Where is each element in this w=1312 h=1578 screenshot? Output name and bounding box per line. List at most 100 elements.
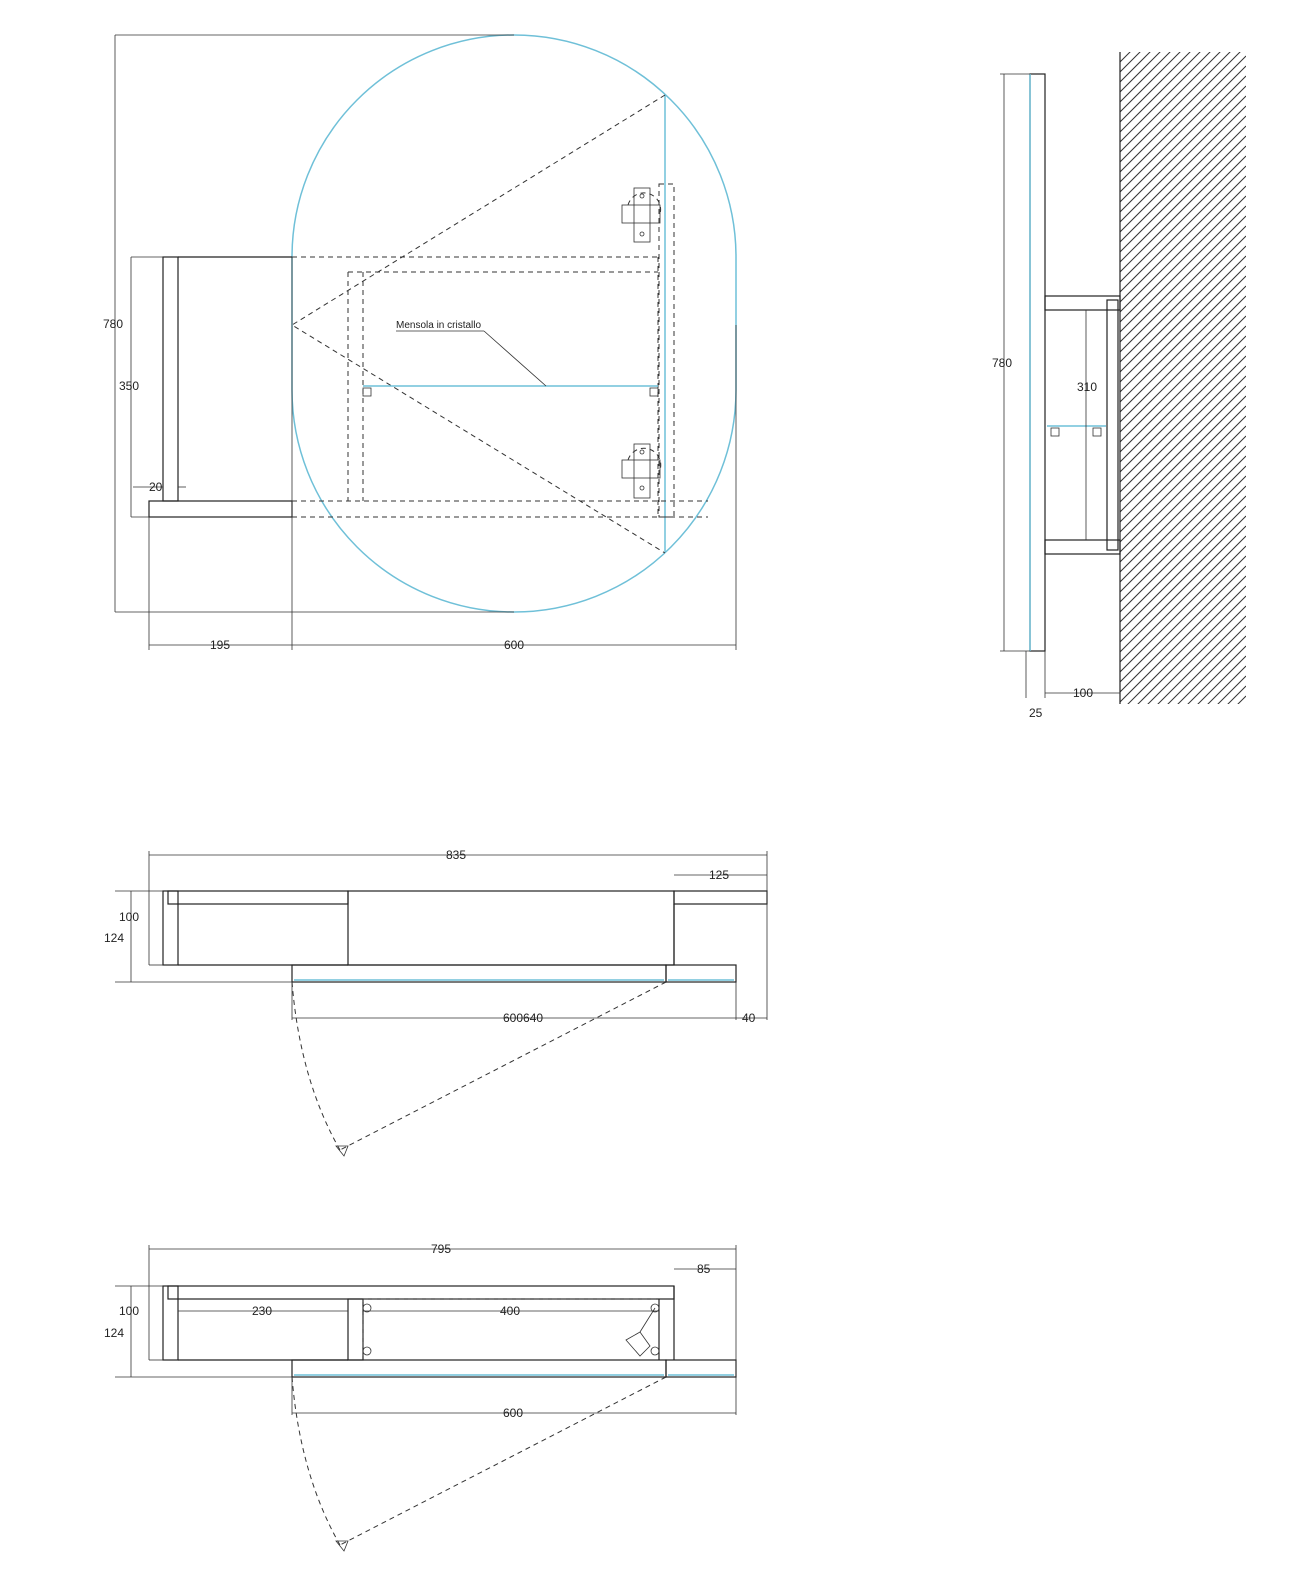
dim-side-mirror-thick: 25 [1029,706,1043,720]
hatch-line [1120,415,1246,543]
hatch-line [1120,52,1241,173]
hatch-line [1120,385,1246,513]
dim-mirror-width: 600 [504,638,524,652]
wall-hatch [1120,52,1246,842]
hatch-line [1120,505,1246,633]
dim-side-width: 195 [210,638,230,652]
hatch-line [1120,52,1151,83]
hatch-line [1120,535,1246,663]
hatch-line [1120,255,1246,383]
hatch-line [1120,335,1246,463]
hinge-bottom [621,443,662,499]
hatch-line [1120,706,1246,832]
hatch-line [1120,135,1246,263]
dim-side-inner: 310 [1077,380,1097,394]
hatch-line [1237,695,1246,704]
front-view: Mensola in cristallo 780 350 20 195 600 [103,34,737,652]
hatch-line [1120,495,1246,623]
side-mirror [1029,73,1046,652]
hatch-line [1120,52,1191,123]
hatch-line [1197,655,1246,704]
hatch-line [1120,355,1246,483]
hatch-line [1120,95,1246,223]
hatch-line [1217,675,1246,704]
hatch-line [1120,195,1246,323]
hatch-line [1120,365,1246,493]
hatch-line [1120,52,1231,163]
hatch-line [1120,405,1246,533]
hatch-line [1120,325,1246,453]
hatch-line [1187,645,1246,704]
dim-side-wall-offset: 100 [1073,686,1093,700]
dim-shelf-height: 350 [119,379,139,393]
shelf-label: Mensola in cristallo [396,320,481,331]
dim-top1-overlap: 600640 [503,1011,543,1025]
hatch-line [1120,75,1246,203]
hatch-line [1120,145,1246,273]
hatch-line [1120,465,1246,593]
hatch-line [1120,375,1246,503]
door-swing-lines [291,94,666,554]
dim-top2-right: 85 [697,1262,711,1276]
hatch-line [1120,345,1246,473]
hatch-line [1120,315,1246,443]
hatch-line [1120,265,1246,393]
dim-top1-inner: 100 [119,910,139,924]
hatch-line [1127,585,1246,704]
hatch-line [1120,52,1141,73]
side-view: 780 310 25 100 [992,52,1246,842]
dim-top2-depth: 124 [104,1326,124,1340]
hatch-line [1120,515,1246,643]
dim-top2-left-comp: 230 [252,1304,272,1318]
dim-top1-right: 125 [709,868,729,882]
top-view-2: 795 85 100 124 230 400 600 [104,1242,737,1552]
hatch-line [1120,155,1246,283]
hatch-line [1120,716,1246,842]
hatch-line [1120,435,1246,563]
hatch-line [1157,615,1246,704]
hatch-line [1120,205,1246,333]
hatch-line [1120,52,1211,143]
hatch-line [1120,52,1171,103]
hatch-line [1120,55,1246,183]
dim-top2-total: 795 [431,1242,451,1256]
hatch-line [1120,245,1246,373]
hatch-line [1137,595,1246,704]
dim-top2-right-comp: 400 [500,1304,520,1318]
hatch-line [1120,455,1246,583]
dim-top1-total: 835 [446,848,466,862]
hatch-line [1120,565,1246,693]
hatch-line [1120,575,1246,703]
dim-top1-bottom-right: 40 [742,1011,756,1025]
hatch-line [1120,285,1246,413]
top-view-1: 835 125 100 124 600640 40 [104,848,768,1157]
hatch-line [1120,85,1246,213]
hatch-line [1167,625,1246,704]
hatch-line [1120,52,1221,153]
hatch-line [1120,485,1246,613]
hatch-line [1120,52,1161,93]
hatch-line [1120,555,1246,683]
hatch-line [1120,445,1246,573]
hatch-line [1120,52,1181,113]
dim-front-height: 780 [103,317,123,331]
bottom-slab [148,500,293,518]
hatch-line [1120,65,1246,193]
hatch-line [1227,685,1246,704]
mirror-outline [291,34,737,613]
side-panel [162,256,179,502]
hatch-line [1120,185,1246,313]
hatch-line [1147,605,1246,704]
dim-top2-inner: 100 [119,1304,139,1318]
hatch-line [1120,525,1246,653]
hatch-line [1120,105,1246,233]
hatch-line [1120,235,1246,363]
hinge-top [621,187,662,243]
hatch-line [1120,475,1246,603]
hatch-line [1120,115,1246,243]
hatch-line [1120,52,1201,133]
dim-top1-depth: 124 [104,931,124,945]
hatch-line [1177,635,1246,704]
hatch-line [1120,215,1246,343]
